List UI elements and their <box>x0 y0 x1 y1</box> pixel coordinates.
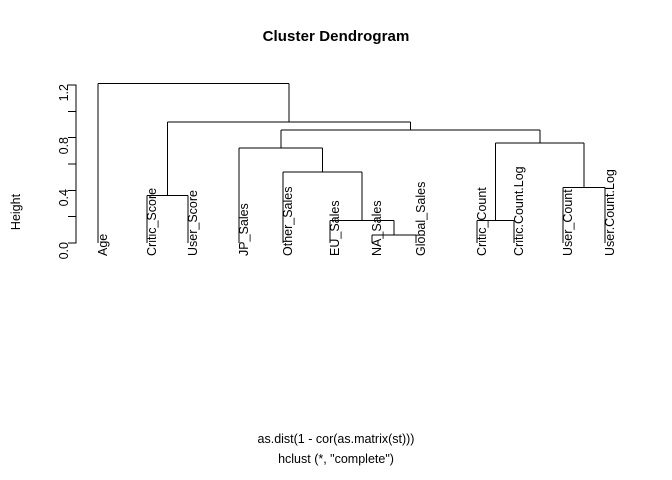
y-axis-tick-label: 1.2 <box>57 84 71 102</box>
leaf-label: Critic.Count.Log <box>512 166 526 256</box>
leaf-label: Age <box>96 233 110 256</box>
leaf-label: JP_Sales <box>237 203 251 256</box>
y-axis-tick-label: 0.8 <box>57 136 71 155</box>
leaf-label: User.Count.Log <box>603 169 617 256</box>
leaf-label: Global_Sales <box>414 181 428 256</box>
caption-line-1: as.dist(1 - cor(as.matrix(st))) <box>257 432 415 446</box>
y-axis-tick-label: 0.0 <box>57 242 71 260</box>
y-axis-tick-label: 0.4 <box>57 189 71 207</box>
caption-line-2: hclust (*, "complete") <box>278 452 394 466</box>
leaf-label: User_Count <box>561 189 575 256</box>
leaf-label: User_Score <box>186 190 200 256</box>
leaf-label: EU_Sales <box>328 200 342 256</box>
leaf-label: NA_Sales <box>370 200 384 256</box>
leaf-label: Critic_Count <box>475 187 489 256</box>
leaf-label: Critic_Score <box>145 187 159 256</box>
page-title: Cluster Dendrogram <box>262 28 410 45</box>
leaf-label: Other_Sales <box>281 186 295 256</box>
